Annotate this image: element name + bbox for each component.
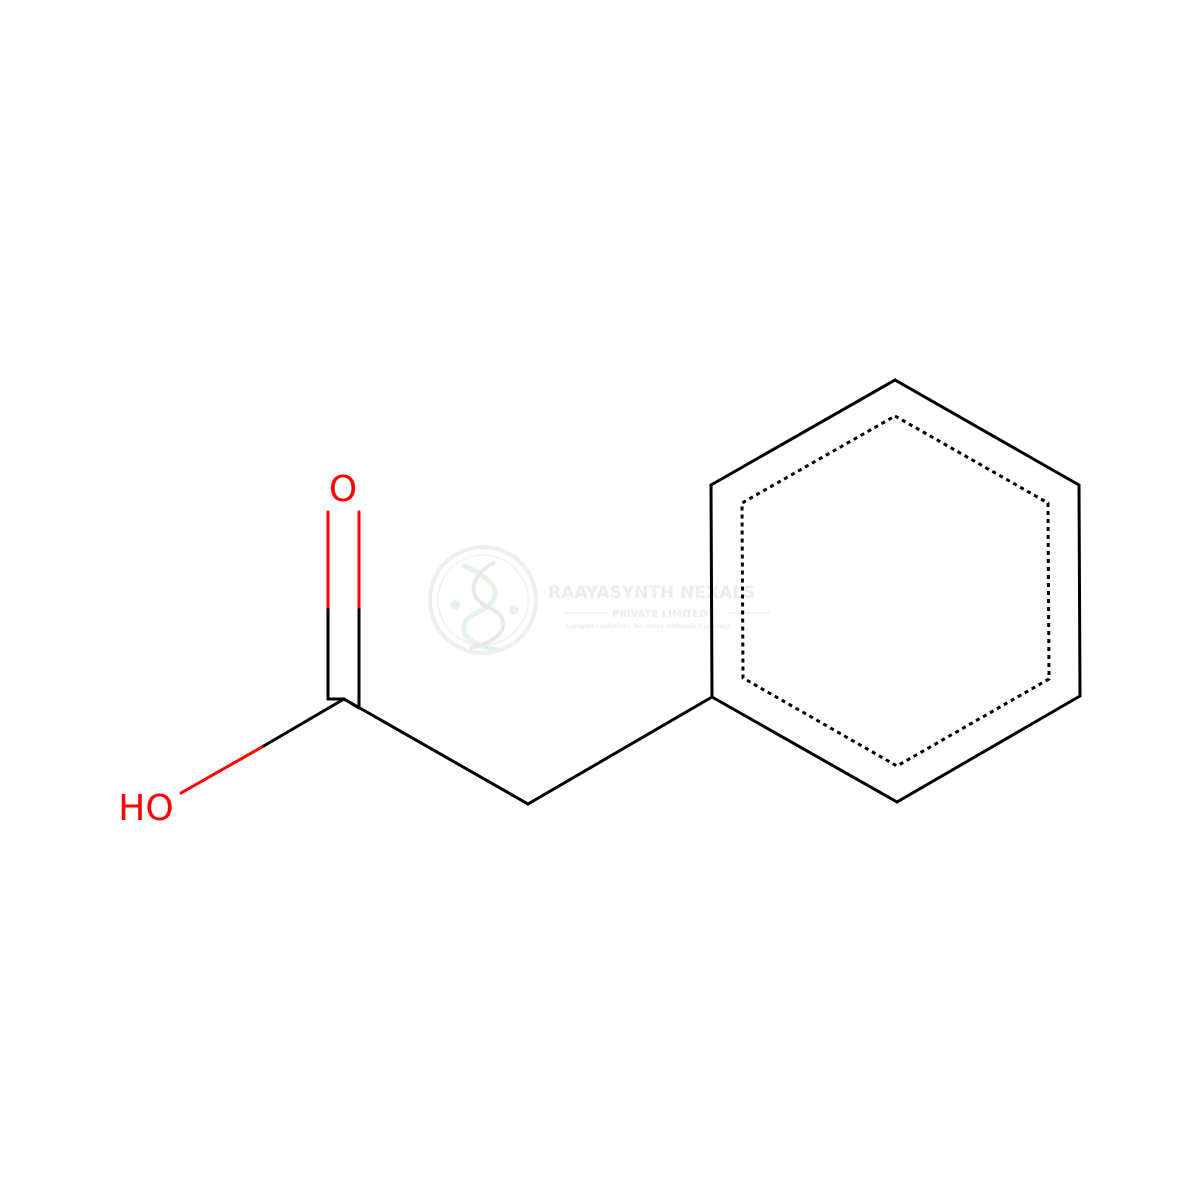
hydroxyl-label: HO [118,788,173,829]
watermark: RAAYASYNTH NEXALS PRIVATE LIMITED Comple… [428,545,770,655]
ch2-carbonyl-bond [342,697,530,806]
ring-bond [1077,483,1082,698]
ring-bond [709,378,897,487]
benzene-ring [709,378,1082,804]
watermark-tagline: Complete solutions for every molecule's … [566,623,730,630]
ring-bond [895,694,1082,804]
hydroxyl-bond [179,697,346,795]
aromatic-ring-dashed [740,414,1051,768]
ring-bond [893,378,1081,487]
watermark-name: RAAYASYNTH NEXALS [548,583,755,603]
ring-bond [709,483,714,699]
watermark-logo [428,545,538,655]
carbonyl-double-bond [326,510,361,710]
ring-ch2-bond [526,695,714,806]
oxygen-label: O [329,469,357,510]
watermark-subtitle: PRIVATE LIMITED [612,609,708,620]
ring-bond [710,695,899,804]
